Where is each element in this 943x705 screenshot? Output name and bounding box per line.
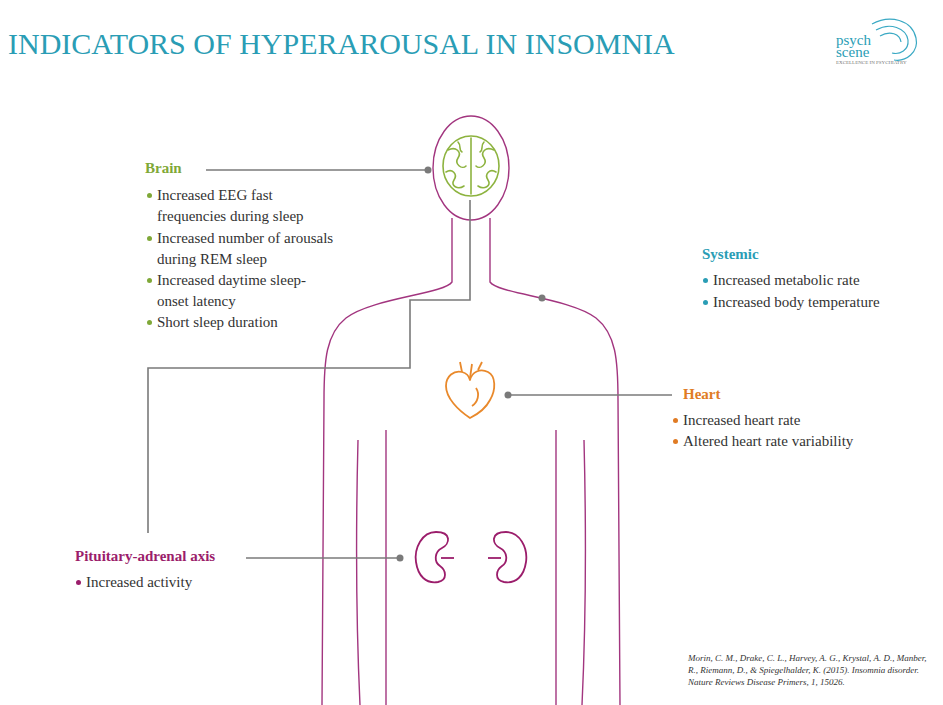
bullet-dot — [673, 418, 678, 423]
logo-swirl — [872, 19, 916, 60]
logo-tagline: EXCELLENCE IN PSYCHIATRY — [836, 60, 907, 66]
logo-text: scene — [836, 46, 869, 59]
leader-lines — [148, 170, 672, 558]
bullet-item: Altered heart rate variability — [683, 431, 853, 452]
bullet-item: Short sleep duration — [157, 312, 278, 333]
brain-icon — [443, 136, 499, 196]
bullet-item: Increased body temperature — [713, 292, 880, 313]
bullet-dot — [703, 278, 708, 283]
heart-icon — [446, 362, 494, 418]
heading: Pituitary-adrenal axis — [75, 546, 215, 567]
heading: Heart — [683, 384, 720, 405]
body-outline — [322, 116, 620, 705]
bullet-dot — [147, 278, 152, 283]
bullet-item: Increased metabolic rate — [713, 270, 860, 291]
bullet-item: Increased number of arousals during REM … — [157, 228, 362, 270]
bullet-dot — [147, 236, 152, 241]
bullet-dot — [147, 193, 152, 198]
heading: Systemic — [702, 244, 759, 265]
bullet-dot — [673, 439, 678, 444]
leader-dots — [397, 167, 546, 562]
citation: Morin, C. M., Drake, C. L., Harvey, A. G… — [688, 652, 938, 688]
bullet-item: Increased EEG fast frequencies during sl… — [157, 185, 317, 227]
title: INDICATORS OF HYPERAROUSAL IN INSOMNIA — [8, 26, 675, 62]
bullet-item: Increased heart rate — [683, 410, 800, 431]
kidney-icons — [416, 532, 527, 582]
bullet-dot — [76, 580, 81, 585]
bullet-dot — [147, 320, 152, 325]
bullet-item: Increased daytime sleep-onset latency — [157, 270, 317, 312]
bullet-item: Increased activity — [86, 572, 192, 593]
heading: Brain — [145, 158, 182, 179]
bullet-dot — [703, 300, 708, 305]
